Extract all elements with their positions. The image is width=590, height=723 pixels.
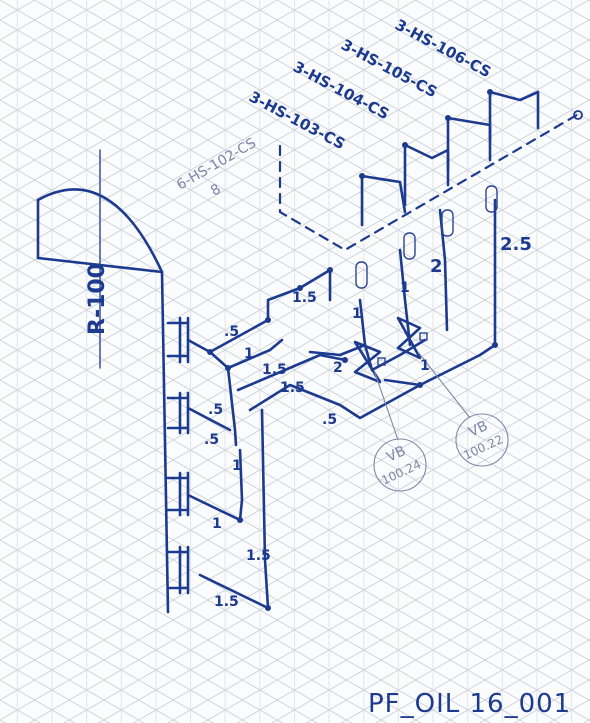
- dim-label: 1.5: [246, 548, 271, 564]
- vessel-r100: [36, 149, 190, 614]
- branch-lines: [360, 90, 540, 227]
- dim-label: 1: [352, 306, 362, 322]
- instrument-capsules: [355, 185, 498, 289]
- vb24-leader: [373, 369, 399, 441]
- dim-label: 2.5: [500, 234, 532, 255]
- dimension-labels: .5 1 1.5 1.5 1.5 .5 .5 1 1 1.5 1.5 2 .5 …: [204, 234, 532, 610]
- piping-network: [186, 198, 497, 610]
- valve-symbols: [353, 316, 428, 384]
- vessel-tag: R-100: [85, 263, 110, 335]
- junction-dots: [207, 89, 498, 611]
- dim-label: 1: [232, 458, 242, 474]
- dim-label: .5: [224, 324, 239, 340]
- header-line-102: [278, 110, 584, 252]
- dim-label: 1: [400, 280, 410, 296]
- dim-label: 1: [212, 516, 222, 532]
- dim-label: .5: [322, 412, 337, 428]
- dim-label: 1.5: [280, 380, 305, 396]
- vb24-balloon: [373, 438, 427, 492]
- dim-label: 1: [420, 358, 430, 374]
- dim-label: 1.5: [292, 290, 317, 306]
- vb22-balloon: [455, 413, 509, 467]
- vb22-label-1: VB: [466, 418, 490, 441]
- dim-label: 1.5: [262, 362, 287, 378]
- vb22-leader: [417, 351, 471, 419]
- dim-label: 1.5: [214, 594, 239, 610]
- dim-label: 1: [244, 346, 254, 362]
- drawing-number: PF_OIL 16_001: [368, 689, 571, 719]
- dim-label: .5: [208, 402, 223, 418]
- vb24-label-1: VB: [384, 443, 408, 466]
- dim-label: 2: [333, 360, 343, 376]
- dim-label: .5: [204, 432, 219, 448]
- dim-label: 2: [430, 256, 443, 277]
